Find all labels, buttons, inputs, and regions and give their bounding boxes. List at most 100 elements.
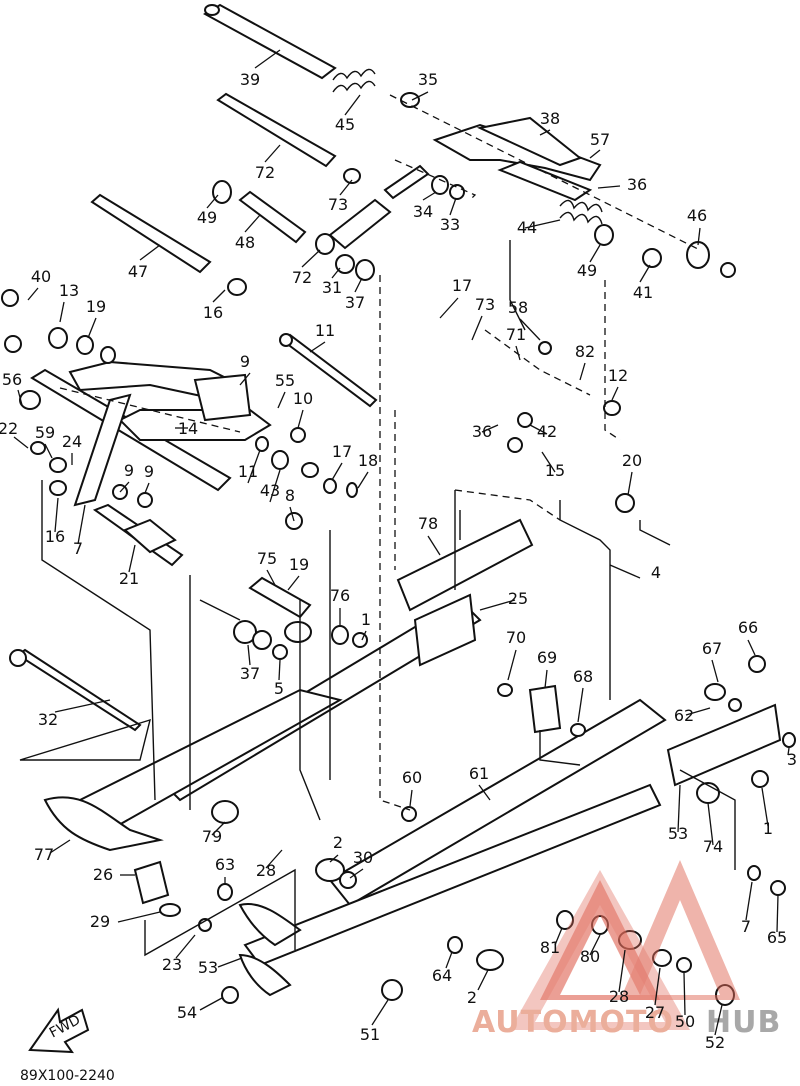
leader-line-78 <box>427 535 441 556</box>
callout-17: 17 <box>452 276 472 295</box>
leader-line-17 <box>331 462 343 481</box>
leader-line-68 <box>577 687 584 723</box>
callout-1: 1 <box>763 819 773 838</box>
leader-line-58 <box>519 318 541 341</box>
leader-line-65 <box>776 894 779 933</box>
callout-59: 59 <box>35 423 55 442</box>
leader-line-74 <box>707 802 714 846</box>
leader-line-45 <box>344 94 361 116</box>
leader-line-75 <box>266 569 276 586</box>
callout-60: 60 <box>402 768 422 787</box>
callout-22: 22 <box>0 419 18 438</box>
leader-line-22 <box>13 436 29 449</box>
block-63 <box>133 860 170 905</box>
spring-44 <box>559 199 603 225</box>
leader-line-16 <box>54 497 59 533</box>
leader-line-12 <box>611 386 619 401</box>
leader-line-48 <box>244 214 261 233</box>
leader-line-57 <box>589 149 601 159</box>
callout-50: 50 <box>675 1012 695 1031</box>
leader-line-9 <box>239 372 251 386</box>
callout-38: 38 <box>540 109 560 128</box>
callout-49: 49 <box>577 261 597 280</box>
callout-26: 26 <box>93 865 113 884</box>
callout-13: 13 <box>59 281 79 300</box>
leader-line-40 <box>27 287 39 301</box>
callout-10: 10 <box>293 389 313 408</box>
callout-11: 11 <box>315 321 335 340</box>
callout-36: 36 <box>627 175 647 194</box>
leader-line-81 <box>554 927 563 946</box>
leader-line-32 <box>54 699 111 713</box>
leader-line-2 <box>329 854 339 863</box>
leader-line-19 <box>87 317 97 339</box>
callout-24: 24 <box>62 432 82 451</box>
leader-line-11 <box>247 449 261 484</box>
leader-line-66 <box>747 639 756 656</box>
callout-81: 81 <box>540 938 560 957</box>
callout-15: 15 <box>545 461 565 480</box>
callout-11: 11 <box>238 462 258 481</box>
leader-line-25 <box>479 599 516 611</box>
automotohub-watermark-logo: AUTOMOTO HUB <box>472 860 780 1040</box>
leader-line-54 <box>199 997 223 1011</box>
callout-1: 1 <box>361 610 371 629</box>
callout-51: 51 <box>360 1025 380 1044</box>
leader-line-21 <box>128 544 136 573</box>
leader-line-9 <box>119 481 130 493</box>
plate-75 <box>396 518 534 612</box>
callout-29: 29 <box>90 912 110 931</box>
callout-73: 73 <box>475 295 495 314</box>
plate-1-upper <box>413 593 477 667</box>
leader-line-13 <box>59 301 65 323</box>
callout-12: 12 <box>608 366 628 385</box>
callout-16: 16 <box>203 303 223 322</box>
callout-9: 9 <box>144 462 154 481</box>
callout-20: 20 <box>622 451 642 470</box>
leader-line-61 <box>478 784 491 801</box>
callout-40: 40 <box>31 267 51 286</box>
callout-39: 39 <box>240 70 260 89</box>
leader-line-38 <box>539 129 551 136</box>
leader-line-53 <box>217 957 243 968</box>
leader-line-67 <box>711 659 719 683</box>
callout-80: 80 <box>580 947 600 966</box>
leader-line-11 <box>309 341 326 353</box>
callout-19: 19 <box>289 555 309 574</box>
callout-54: 54 <box>177 1003 197 1022</box>
callout-4: 4 <box>651 563 661 582</box>
bushings-upper <box>212 175 736 281</box>
callout-57: 57 <box>590 130 610 149</box>
callout-46: 46 <box>687 206 707 225</box>
watermark-word-left: AUTOMOTO <box>472 1005 674 1040</box>
leader-line-23 <box>175 934 196 959</box>
callout-72: 72 <box>255 163 275 182</box>
leader-line-39 <box>254 49 281 69</box>
callout-69: 69 <box>537 648 557 667</box>
leader-line-37 <box>354 277 363 293</box>
leader-line-8 <box>289 506 295 522</box>
callout-42: 42 <box>537 422 557 441</box>
callout-73: 73 <box>328 195 348 214</box>
leader-line-73 <box>339 179 353 196</box>
leader-line-37 <box>247 644 251 666</box>
callout-62: 62 <box>674 706 694 725</box>
callout-31: 31 <box>322 278 342 297</box>
callout-2: 2 <box>467 988 477 1007</box>
leader-line-73 <box>471 315 483 341</box>
leader-line-49 <box>206 194 219 209</box>
leader-line-69 <box>544 669 548 689</box>
callout-70: 70 <box>506 628 526 647</box>
leader-line-64 <box>445 951 453 969</box>
leader-line-7 <box>77 504 86 545</box>
callout-64: 64 <box>432 966 452 985</box>
callout-37: 37 <box>345 293 365 312</box>
reference-lines <box>59 94 701 811</box>
leader-line-36 <box>481 424 499 433</box>
leader-line-50 <box>683 972 686 1016</box>
callout-17: 17 <box>332 442 352 461</box>
diagram-code: 89X100-2240 <box>20 1068 115 1084</box>
slide-rail-right <box>238 698 667 997</box>
